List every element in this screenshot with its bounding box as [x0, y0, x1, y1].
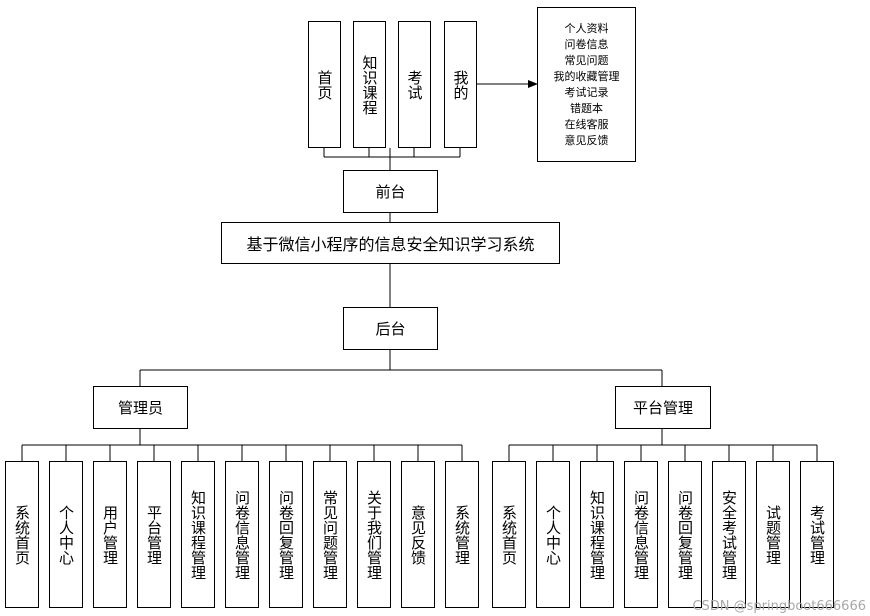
mine-submenu-item: 考试记录 [564, 85, 609, 99]
platform-module-5: 问卷回复管理 [668, 461, 702, 608]
watermark: CSDN @springboot666666 [692, 599, 866, 614]
platform-module-3: 知识课程管理 [580, 461, 614, 608]
frontend-item-exam: 考试 [398, 21, 431, 148]
mine-submenu-item: 个人资料 [564, 21, 609, 35]
platform-module-label: 考试管理 [808, 504, 826, 565]
platform-module-label: 知识课程管理 [588, 489, 606, 580]
admin-module-label: 关于我们管理 [365, 489, 383, 580]
system-title: 基于微信小程序的信息安全知识学习系统 [246, 235, 535, 254]
platform-module-label: 系统首页 [500, 504, 518, 565]
admin-module-label: 问卷回复管理 [277, 489, 295, 580]
mine-submenu-item: 我的收藏管理 [553, 69, 620, 83]
admin-module-10: 意见反馈 [401, 461, 435, 608]
platform-module-1: 系统首页 [492, 461, 526, 608]
admin-module-3: 用户管理 [93, 461, 127, 608]
frontend-label: 前台 [375, 183, 406, 201]
frontend-item-mine: 我的 [444, 21, 477, 148]
mine-submenu-item: 常见问题 [564, 53, 609, 67]
mine-submenu-item: 在线客服 [564, 117, 609, 131]
admin-role-label: 管理员 [117, 399, 163, 417]
platform-module-label: 个人中心 [544, 504, 562, 565]
admin-module-7: 问卷回复管理 [269, 461, 303, 608]
admin-module-label: 常见问题管理 [321, 489, 339, 580]
backend-box: 后台 [343, 307, 438, 350]
admin-module-11: 系统管理 [445, 461, 479, 608]
admin-module-label: 问卷信息管理 [233, 489, 251, 580]
admin-module-label: 意见反馈 [409, 504, 427, 565]
frontend-box: 前台 [343, 170, 438, 213]
backend-label: 后台 [375, 320, 406, 338]
platform-module-label: 试题管理 [764, 504, 782, 565]
mine-submenu-list: 个人资料问卷信息常见问题我的收藏管理考试记录错题本在线客服意见反馈 [537, 7, 636, 162]
admin-module-5: 知识课程管理 [181, 461, 215, 608]
admin-module-9: 关于我们管理 [357, 461, 391, 608]
platform-module-4: 问卷信息管理 [624, 461, 658, 608]
platform-role-label: 平台管理 [632, 399, 693, 417]
platform-module-7: 试题管理 [756, 461, 790, 608]
platform-module-label: 安全考试管理 [720, 489, 738, 580]
admin-module-label: 知识课程管理 [189, 489, 207, 580]
admin-module-label: 个人中心 [57, 504, 75, 565]
admin-module-4: 平台管理 [137, 461, 171, 608]
platform-module-2: 个人中心 [536, 461, 570, 608]
mine-submenu-item: 错题本 [570, 101, 603, 115]
frontend-item-home: 首页 [308, 21, 341, 148]
admin-module-1: 系统首页 [5, 461, 39, 608]
platform-module-6: 安全考试管理 [712, 461, 746, 608]
platform-module-8: 考试管理 [800, 461, 834, 608]
admin-module-6: 问卷信息管理 [225, 461, 259, 608]
admin-module-label: 系统首页 [13, 504, 31, 565]
mine-submenu-item: 问卷信息 [564, 37, 609, 51]
admin-role-box: 管理员 [93, 386, 188, 429]
platform-module-label: 问卷回复管理 [676, 489, 694, 580]
frontend-item-knowledge-course: 知识课程 [353, 21, 386, 148]
mine-submenu-item: 意见反馈 [564, 133, 609, 147]
platform-module-label: 问卷信息管理 [632, 489, 650, 580]
admin-module-label: 系统管理 [453, 504, 471, 565]
admin-module-label: 平台管理 [145, 504, 163, 565]
platform-role-box: 平台管理 [615, 386, 711, 429]
admin-module-2: 个人中心 [49, 461, 83, 608]
admin-module-label: 用户管理 [101, 504, 119, 565]
admin-module-8: 常见问题管理 [313, 461, 347, 608]
system-title-box: 基于微信小程序的信息安全知识学习系统 [221, 222, 560, 264]
